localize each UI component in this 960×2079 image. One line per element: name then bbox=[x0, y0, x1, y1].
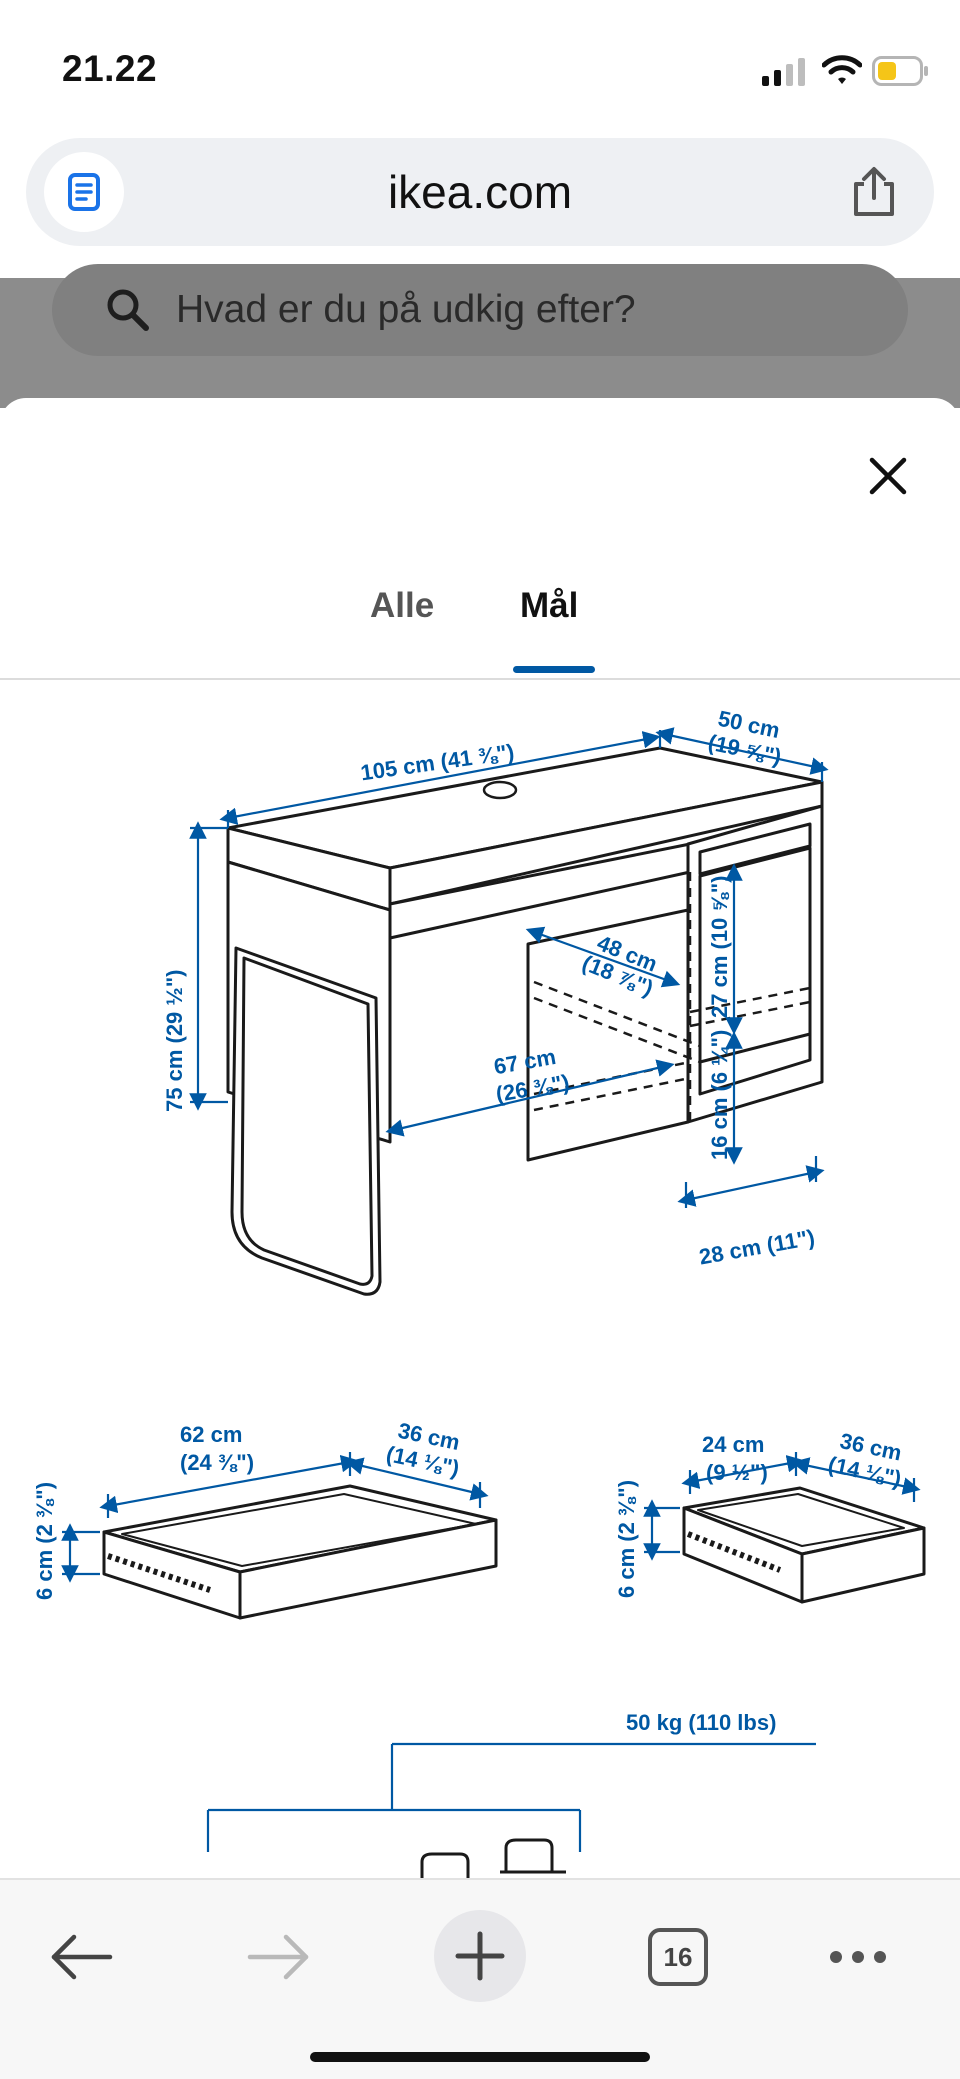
label-cabinet-depth: 28 cm (11") bbox=[697, 1225, 816, 1270]
image-tabs: Alle Mål bbox=[0, 566, 960, 678]
label-drawer-large-height: 6 cm (2 ⅜") bbox=[32, 1482, 57, 1600]
label-max-load: 50 kg (110 lbs) bbox=[626, 1710, 776, 1735]
search-icon bbox=[107, 289, 149, 331]
label-drawer-small-width-1: 24 cm bbox=[702, 1432, 764, 1457]
desk-drawing bbox=[226, 746, 824, 1296]
drawer-large-drawing bbox=[102, 1484, 498, 1620]
back-arrow-icon[interactable] bbox=[48, 1932, 114, 1982]
tab-switcher-button[interactable]: 16 bbox=[648, 1928, 708, 1986]
status-bar: 21.22 bbox=[0, 0, 960, 132]
battery-icon bbox=[872, 56, 928, 86]
share-icon[interactable] bbox=[846, 164, 902, 220]
forward-arrow-icon[interactable] bbox=[246, 1932, 312, 1982]
url-text[interactable]: ikea.com bbox=[387, 166, 573, 218]
load-weights-drawing bbox=[420, 1838, 566, 1878]
active-tab-indicator bbox=[513, 666, 595, 673]
label-shelf-lower: 16 cm (6 ¼") bbox=[707, 1030, 732, 1160]
cellular-signal-icon bbox=[762, 58, 805, 86]
drawer-small-drawing bbox=[682, 1486, 926, 1604]
tab-all[interactable]: Alle bbox=[370, 586, 435, 625]
wifi-icon bbox=[822, 55, 862, 84]
label-drawer-small-width-2: (9 ½") bbox=[706, 1460, 768, 1485]
home-indicator bbox=[310, 2052, 650, 2062]
search-placeholder: Hvad er du på udkig efter? bbox=[176, 288, 636, 331]
label-shelf-upper: 27 cm (10 ⅝") bbox=[707, 875, 732, 1018]
label-drawer-large-width-2: (24 ⅜") bbox=[180, 1450, 254, 1475]
dimensions-diagram: 105 cm (41 ⅜") 50 cm (19 ⅝") 75 cm (29 ½… bbox=[32, 706, 926, 1878]
tab-dimensions[interactable]: Mål bbox=[520, 586, 579, 625]
more-options-icon[interactable] bbox=[826, 1942, 890, 1972]
tab-divider bbox=[0, 678, 960, 680]
search-bar[interactable]: Hvad er du på udkig efter? bbox=[52, 264, 908, 356]
label-drawer-small-height: 6 cm (2 ⅜") bbox=[614, 1480, 639, 1598]
document-icon bbox=[68, 173, 100, 211]
product-detail-sheet: Alle Mål bbox=[0, 398, 960, 1878]
new-tab-button[interactable] bbox=[434, 1910, 526, 2002]
plus-icon bbox=[455, 1931, 505, 1981]
load-bracket bbox=[206, 1742, 816, 1852]
status-time: 21.22 bbox=[62, 48, 158, 89]
browser-toolbar: 16 bbox=[0, 1878, 960, 2079]
address-bar[interactable]: ikea.com bbox=[26, 138, 934, 246]
label-drawer-large-width-1: 62 cm bbox=[180, 1422, 242, 1447]
label-desk-height: 75 cm (29 ½") bbox=[162, 969, 187, 1112]
close-icon[interactable] bbox=[860, 448, 916, 504]
reader-mode-button[interactable] bbox=[44, 152, 124, 232]
